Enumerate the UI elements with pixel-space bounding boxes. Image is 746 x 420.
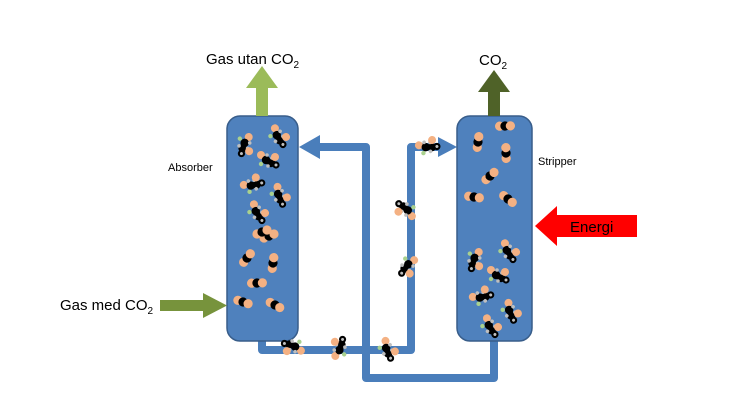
arrow-head-to-stripper: [438, 137, 457, 157]
energy-arrow: [535, 206, 637, 246]
co2-out-label: CO2: [479, 52, 508, 72]
amine-molecule-in-pipe: [413, 132, 442, 160]
stripper-vessel: [456, 115, 533, 342]
co2-out-arrow: [478, 70, 510, 116]
stripper-label: Stripper: [538, 156, 577, 168]
pipe-lean-to-absorber: [299, 135, 498, 382]
gas-in-label: Gas med CO2: [60, 297, 154, 317]
pipe-lean-segment: [318, 143, 498, 382]
energy-label: Energi: [570, 219, 613, 236]
absorber-label: Absorber: [168, 162, 213, 174]
gas-out-arrow: [246, 66, 278, 116]
arrow-head-to-absorber: [299, 135, 320, 159]
gas-out-label: Gas utan CO2: [206, 51, 300, 71]
gas-in-arrow: [160, 293, 227, 318]
